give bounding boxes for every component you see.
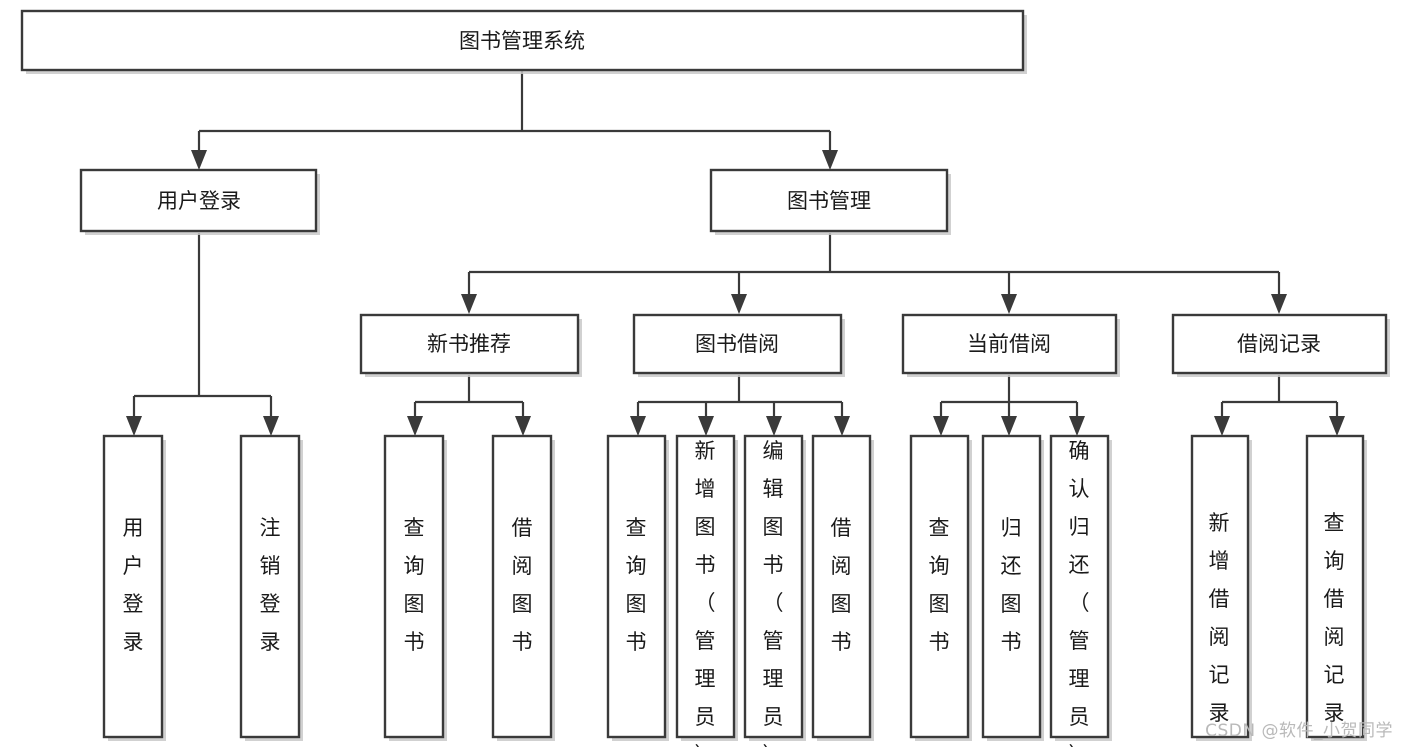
arrowhead-leaf-confirm-return bbox=[1069, 416, 1085, 436]
arrowhead-current-borrow bbox=[1001, 294, 1017, 314]
leaf-user-logout-label: 注销登录 bbox=[260, 516, 281, 654]
node-bb-label: 图书借阅 bbox=[695, 332, 779, 356]
node-nbr-box bbox=[359, 313, 580, 375]
node-root[interactable]: 图书管理系统 bbox=[20, 9, 1027, 74]
leaf-query-record-label: 查询借阅记录 bbox=[1324, 511, 1345, 725]
node-leaf-query-book-3[interactable]: 查询图书 bbox=[909, 434, 972, 741]
watermark-text: CSDN @软件_小贺同学 bbox=[1205, 721, 1393, 741]
leaf-query-book-2-label: 查询图书 bbox=[626, 516, 647, 654]
arrowhead-leaf-add-record bbox=[1214, 416, 1230, 436]
node-user-login-label: 用户登录 bbox=[157, 189, 241, 213]
arrowhead-leaf-query-book-1 bbox=[407, 416, 423, 436]
node-book-manage-box bbox=[709, 168, 949, 233]
node-root-label: 图书管理系统 bbox=[459, 29, 585, 53]
leaf-edit-book-box bbox=[743, 434, 804, 739]
arrowhead-book-manage bbox=[822, 150, 838, 170]
leaf-query-book-3-box bbox=[909, 434, 970, 739]
leaf-user-login-box bbox=[102, 434, 164, 739]
node-book-manage-label: 图书管理 bbox=[787, 189, 871, 213]
leaf-edit-book-label: 编辑图书（管理员） bbox=[763, 439, 784, 747]
leaf-return-book-label: 归还图书 bbox=[1001, 516, 1022, 654]
arrowhead-leaf-borrow-book-2 bbox=[834, 416, 850, 436]
node-leaf-query-book-2[interactable]: 查询图书 bbox=[606, 434, 669, 741]
leaf-query-record-box bbox=[1305, 434, 1365, 739]
leaf-query-book-1-box bbox=[383, 434, 445, 739]
node-leaf-query-record[interactable]: 查询借阅记录 bbox=[1305, 434, 1367, 741]
node-book-borrow[interactable]: 图书借阅 bbox=[632, 313, 845, 377]
leaf-add-book-label: 新增图书（管理员） bbox=[695, 439, 716, 747]
node-leaf-add-book[interactable]: 新增图书（管理员） bbox=[675, 434, 738, 747]
node-br-box bbox=[1171, 313, 1388, 375]
node-borrow-record[interactable]: 借阅记录 bbox=[1171, 313, 1390, 377]
arrowhead-leaf-query-record bbox=[1329, 416, 1345, 436]
node-user-login-box bbox=[79, 168, 318, 233]
node-cb-label: 当前借阅 bbox=[967, 332, 1051, 356]
connector-group bbox=[126, 70, 1345, 436]
arrowhead-leaf-return-book bbox=[1001, 416, 1017, 436]
node-cb-box bbox=[901, 313, 1118, 375]
node-leaf-edit-book[interactable]: 编辑图书（管理员） bbox=[743, 434, 806, 747]
node-leaf-borrow-book-1[interactable]: 借阅图书 bbox=[491, 434, 555, 741]
node-nbr-label: 新书推荐 bbox=[427, 332, 511, 356]
node-leaf-user-login[interactable]: 用户登录 bbox=[102, 434, 166, 741]
node-user-login[interactable]: 用户登录 bbox=[79, 168, 320, 235]
leaf-user-logout-box bbox=[239, 434, 301, 739]
leaf-borrow-book-2-label: 借阅图书 bbox=[831, 516, 852, 654]
arrowhead-leaf-add-book bbox=[698, 416, 714, 436]
leaf-borrow-book-1-label: 借阅图书 bbox=[512, 516, 533, 654]
leaf-add-record-label: 新增借阅记录 bbox=[1209, 511, 1230, 725]
arrowhead-user-login bbox=[191, 150, 207, 170]
node-new-book-recommend[interactable]: 新书推荐 bbox=[359, 313, 582, 377]
arrowhead-leaf-borrow-book-1 bbox=[515, 416, 531, 436]
arrowhead-leaf-user-logout bbox=[263, 416, 279, 436]
node-leaf-add-record[interactable]: 新增借阅记录 bbox=[1190, 434, 1252, 741]
leaf-confirm-return-label: 确认归还（管理员） bbox=[1069, 439, 1090, 747]
arrowhead-leaf-user-login bbox=[126, 416, 142, 436]
arrowhead-leaf-query-book-3 bbox=[933, 416, 949, 436]
leaf-user-login-label: 用户登录 bbox=[123, 516, 144, 654]
node-leaf-user-logout[interactable]: 注销登录 bbox=[239, 434, 303, 741]
arrowhead-leaf-query-book-2 bbox=[630, 416, 646, 436]
leaf-confirm-return-box bbox=[1049, 434, 1110, 739]
arrowhead-leaf-edit-book bbox=[766, 416, 782, 436]
node-current-borrow[interactable]: 当前借阅 bbox=[901, 313, 1120, 377]
node-bb-box bbox=[632, 313, 843, 375]
leaf-query-book-3-label: 查询图书 bbox=[929, 516, 950, 654]
leaf-add-book-box bbox=[675, 434, 736, 739]
leaf-add-record-box bbox=[1190, 434, 1250, 739]
leaf-query-book-1-label: 查询图书 bbox=[404, 516, 425, 654]
arrowhead-new-book-recommend bbox=[461, 294, 477, 314]
node-root-box bbox=[20, 9, 1025, 72]
node-br-label: 借阅记录 bbox=[1237, 332, 1321, 356]
leaf-borrow-book-1-box bbox=[491, 434, 553, 739]
node-leaf-confirm-return[interactable]: 确认归还（管理员） bbox=[1049, 434, 1112, 747]
arrowhead-borrow-record bbox=[1271, 294, 1287, 314]
leaf-return-book-box bbox=[981, 434, 1042, 739]
node-leaf-return-book[interactable]: 归还图书 bbox=[981, 434, 1044, 741]
node-leaf-borrow-book-2[interactable]: 借阅图书 bbox=[811, 434, 874, 741]
node-book-manage[interactable]: 图书管理 bbox=[709, 168, 951, 235]
arrowhead-book-borrow bbox=[731, 294, 747, 314]
leaf-borrow-book-2-box bbox=[811, 434, 872, 739]
node-leaf-query-book-1[interactable]: 查询图书 bbox=[383, 434, 447, 741]
leaf-query-book-2-box bbox=[606, 434, 667, 739]
